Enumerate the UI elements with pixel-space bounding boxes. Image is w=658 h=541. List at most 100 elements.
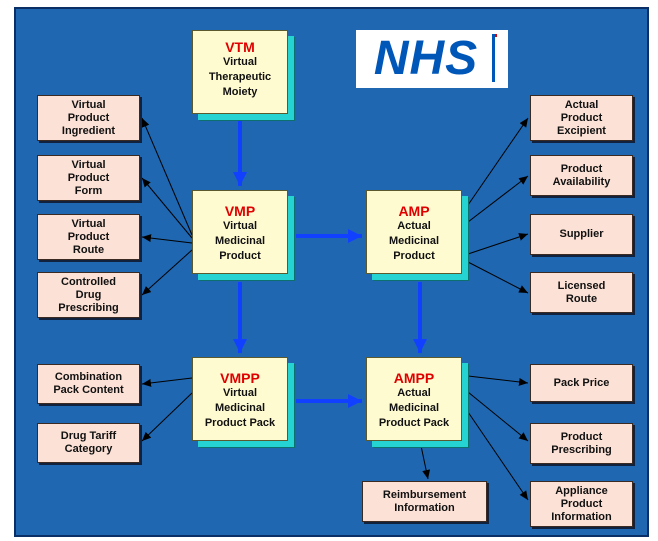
attribute-label-line: Appliance [555,484,608,497]
attribute-label-line: Product [560,162,603,175]
vtm-abbr: VTM [225,39,255,55]
amp-abbr: AMP [398,203,430,219]
attribute-label-line: Virtual [71,158,106,171]
link-vmpp-tariff [141,392,193,442]
attribute-label-line: Excipient [557,124,606,137]
attribute-label-line: Combination [54,371,123,383]
ampp-abbr: AMPP [393,370,435,386]
ampp-label-line: Medicinal [388,402,440,414]
attribute-label-line: Route [565,292,598,305]
link-vmp-form [141,177,193,239]
vmpp-label-line: Product Pack [204,417,276,429]
attribute-label-line: Product [560,430,603,443]
attribute-label-line: Virtual [71,217,106,230]
amp-label-line: Medicinal [388,235,440,247]
link-amp-excipient [467,117,529,206]
link-vmp-route [141,234,193,244]
link-vmp-controlled [141,249,193,296]
attribute-label-line: Product [67,171,110,184]
link-amp-availability [467,175,529,223]
attribute-label-line: Virtual [71,98,106,111]
vmpp-label-line: Virtual [222,387,258,399]
vtm-label-line: Moiety [222,86,258,98]
attribute-label-line: Reimbursement [382,488,467,501]
link-amp-supplier [467,233,529,255]
nhs-logo-bar [492,34,495,82]
nhs-logo: NHS [356,30,508,88]
vmp-label-line: Product [219,250,261,262]
pack-price-box: Pack Price [530,364,633,402]
attribute-label-line: Supplier [559,228,604,240]
attribute-label-line: Product [560,111,603,124]
attribute-label-line: Drug [75,288,102,301]
attribute-label-line: Licensed [557,279,606,292]
attribute-label-line: Controlled [61,275,116,288]
attribute-label-line: Information [551,510,612,523]
attribute-label: Pack Price [554,377,610,390]
nhs-logo-tick [495,34,497,37]
vtm-label-line: Therapeutic [208,71,272,83]
vtm-label-line: Virtual [222,56,258,68]
amp-label-line: Actual [397,220,431,232]
link-amp-licensed-route [467,261,529,294]
attribute-label: Supplier [559,228,603,241]
vmp-label-line: Medicinal [214,235,266,247]
link-ampp-appliance [467,411,529,501]
vmpp-label-line: Medicinal [214,402,266,414]
attribute-label-line: Information [394,501,455,514]
vmp-label-line: Virtual [222,220,258,232]
vmp-abbr: VMP [224,203,256,219]
attribute-label-line: Product [560,497,603,510]
attribute-label-line: Prescribing [551,443,612,456]
attribute-label-line: Ingredient [61,124,116,137]
attribute-label-line: Category [64,443,113,455]
link-vmpp-combination [141,377,193,387]
attribute-label-line: Actual [564,98,599,111]
nhs-logo-text: NHS [373,32,479,85]
link-ampp-pack-price [467,375,529,386]
attribute-label-line: Product [67,230,110,243]
attribute-label-line: Route [72,243,105,256]
amp-label-line: Product [393,250,435,262]
vmpp-abbr: VMPP [220,370,260,386]
attribute-label-line: Prescribing [58,301,119,314]
link-ampp-product-prescribing [467,391,529,442]
attribute-label-line: Form [74,184,103,197]
attribute-label-line: Pack Price [553,376,610,389]
attribute-label-line: Pack Content [53,384,124,396]
supplier-box: Supplier [530,214,633,255]
attribute-label-line: Product [67,111,110,124]
ampp-label-line: Actual [397,387,431,399]
